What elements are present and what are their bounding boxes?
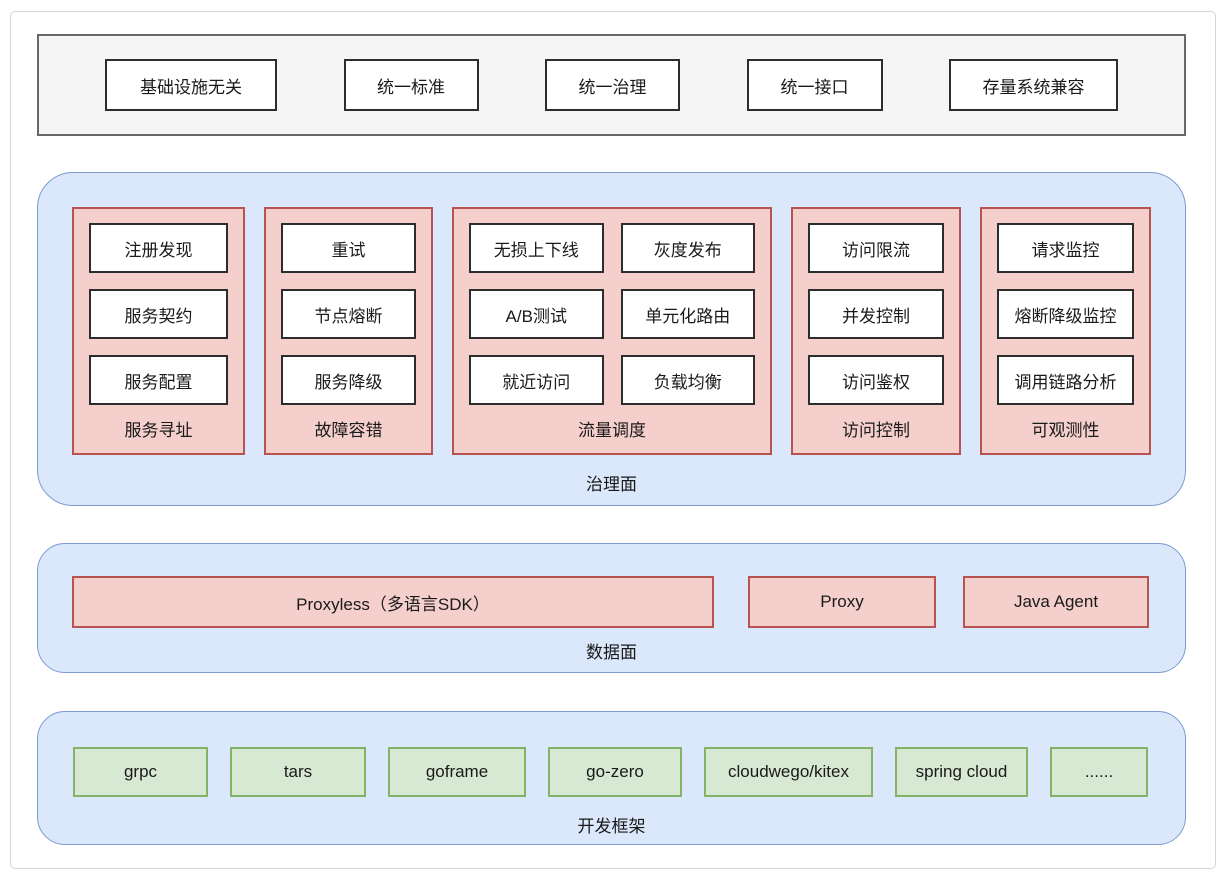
dev-frameworks-plane: grpc tars goframe go-zero cloudwego/kite… bbox=[37, 711, 1186, 845]
group-service-addressing: 注册发现 服务契约 服务配置 服务寻址 bbox=[72, 207, 245, 455]
group-cell: 服务契约 bbox=[89, 289, 228, 339]
group-label: 故障容错 bbox=[314, 421, 383, 440]
principle-box-unified-governance: 统一治理 bbox=[545, 59, 680, 111]
data-plane: Proxyless（多语言SDK） Proxy Java Agent 数据面 bbox=[37, 543, 1186, 673]
group-cell: A/B测试 bbox=[469, 289, 604, 339]
group-cell: 并发控制 bbox=[808, 289, 944, 339]
governance-plane: 注册发现 服务契约 服务配置 服务寻址 重试 节点熔断 服务降级 故障容错 无损… bbox=[37, 172, 1186, 506]
group-items: 请求监控 熔断降级监控 调用链路分析 bbox=[997, 223, 1134, 405]
framework-box-grpc: grpc bbox=[73, 747, 208, 797]
principle-box-unified-interface: 统一接口 bbox=[746, 59, 883, 111]
framework-box-more: ...... bbox=[1050, 747, 1148, 797]
group-cell: 重试 bbox=[281, 223, 416, 273]
group-label: 服务寻址 bbox=[124, 421, 193, 440]
principle-box-legacy-compat: 存量系统兼容 bbox=[949, 59, 1118, 111]
group-cell: 单元化路由 bbox=[620, 289, 755, 339]
framework-box-go-zero: go-zero bbox=[548, 747, 682, 797]
group-cell: 负载均衡 bbox=[620, 355, 755, 405]
group-cell: 访问限流 bbox=[808, 223, 944, 273]
group-label: 访问控制 bbox=[842, 421, 910, 440]
principle-box-unified-standard: 统一标准 bbox=[343, 59, 479, 111]
group-items: 访问限流 并发控制 访问鉴权 bbox=[808, 223, 944, 405]
dataplane-item-java-agent: Java Agent bbox=[963, 576, 1149, 628]
framework-box-goframe: goframe bbox=[388, 747, 526, 797]
group-cell: 调用链路分析 bbox=[997, 355, 1134, 405]
group-traffic-scheduling: 无损上下线 灰度发布 A/B测试 单元化路由 就近访问 负载均衡 流量调度 bbox=[452, 207, 772, 455]
dataplane-item-proxyless: Proxyless（多语言SDK） bbox=[72, 576, 714, 628]
principles-bar: 基础设施无关 统一标准 统一治理 统一接口 存量系统兼容 bbox=[37, 34, 1186, 136]
group-cell: 灰度发布 bbox=[620, 223, 755, 273]
dataplane-item-proxy: Proxy bbox=[748, 576, 936, 628]
framework-row: grpc tars goframe go-zero cloudwego/kite… bbox=[73, 747, 1148, 797]
group-label: 可观测性 bbox=[1031, 421, 1100, 440]
group-cell: 注册发现 bbox=[89, 223, 228, 273]
group-cell: 节点熔断 bbox=[281, 289, 416, 339]
principle-box-infra-agnostic: 基础设施无关 bbox=[105, 59, 277, 111]
framework-box-spring-cloud: spring cloud bbox=[895, 747, 1028, 797]
group-items: 重试 节点熔断 服务降级 bbox=[281, 223, 416, 405]
data-plane-label: 数据面 bbox=[586, 643, 637, 662]
group-cell: 无损上下线 bbox=[469, 223, 604, 273]
group-items: 注册发现 服务契约 服务配置 bbox=[89, 223, 228, 405]
group-items: 无损上下线 灰度发布 A/B测试 单元化路由 就近访问 负载均衡 bbox=[469, 223, 755, 405]
group-access-control: 访问限流 并发控制 访问鉴权 访问控制 bbox=[791, 207, 961, 455]
governance-plane-label: 治理面 bbox=[586, 475, 637, 494]
group-cell: 熔断降级监控 bbox=[997, 289, 1134, 339]
governance-groups: 注册发现 服务契约 服务配置 服务寻址 重试 节点熔断 服务降级 故障容错 无损… bbox=[72, 207, 1151, 455]
dev-frameworks-label: 开发框架 bbox=[577, 817, 646, 836]
group-cell: 请求监控 bbox=[997, 223, 1134, 273]
group-cell: 访问鉴权 bbox=[808, 355, 944, 405]
group-observability: 请求监控 熔断降级监控 调用链路分析 可观测性 bbox=[980, 207, 1151, 455]
group-fault-tolerance: 重试 节点熔断 服务降级 故障容错 bbox=[264, 207, 433, 455]
group-label: 流量调度 bbox=[578, 421, 646, 440]
group-cell: 服务降级 bbox=[281, 355, 416, 405]
framework-box-tars: tars bbox=[230, 747, 366, 797]
group-cell: 就近访问 bbox=[469, 355, 604, 405]
framework-box-cloudwego-kitex: cloudwego/kitex bbox=[704, 747, 873, 797]
group-cell: 服务配置 bbox=[89, 355, 228, 405]
outer-frame bbox=[10, 11, 1216, 869]
